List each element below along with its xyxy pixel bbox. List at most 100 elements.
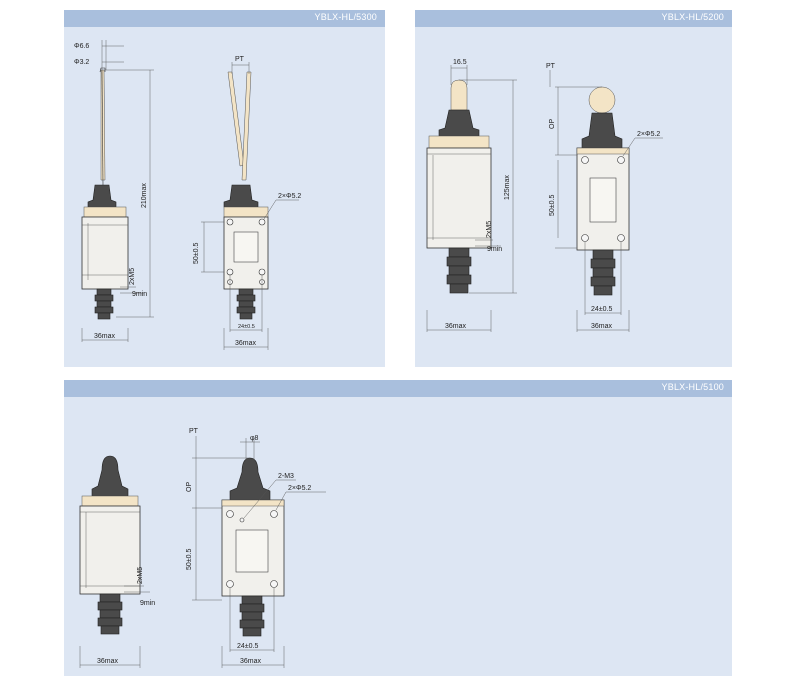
dim-36max-side: 36max <box>445 323 467 330</box>
panel-header: YBLX-HL/5300 <box>64 10 385 27</box>
dim-2xphi52: 2×Φ5.2 <box>278 193 301 200</box>
dim-pt: PT <box>189 428 199 435</box>
dim-pt: PT <box>235 56 245 63</box>
plunger <box>450 79 468 111</box>
mount-hole <box>581 156 589 164</box>
thread-1 <box>592 249 614 260</box>
front-view-5200: PT OP 2×Φ5.2 50±0.5 24±0.5 36max <box>546 63 663 332</box>
front-view-5100: PT φ8 OP 2-M3 2×Φ5.2 50±0.5 24±0.5 36max <box>186 428 326 668</box>
dim-36max-front: 36max <box>591 323 613 330</box>
insulator-band <box>81 495 139 507</box>
thread-2 <box>94 294 114 302</box>
thread-4 <box>446 274 472 285</box>
dim-50: 50±0.5 <box>186 549 193 570</box>
thread-5 <box>239 312 253 320</box>
thread-2 <box>590 258 616 269</box>
thread-5 <box>593 285 613 296</box>
mount-hole <box>617 234 625 242</box>
dim-2xphi52: 2×Φ5.2 <box>288 485 311 492</box>
panel-header: YBLX-HL/5200 <box>415 10 732 27</box>
mount-hole <box>581 234 589 242</box>
dim-phi8: φ8 <box>250 435 259 442</box>
switch-body <box>81 216 129 290</box>
thread-2 <box>239 603 265 613</box>
dim-2xm5: 2xM5 <box>486 221 493 238</box>
dim-165: 16.5 <box>453 59 467 66</box>
thread-4 <box>236 306 256 314</box>
mount-hole <box>270 510 278 518</box>
dim-24: 24±0.5 <box>237 643 258 650</box>
thread-3 <box>99 609 121 619</box>
thread-1 <box>241 595 263 605</box>
thread-4 <box>239 619 265 629</box>
dim-9min: 9min <box>132 291 147 298</box>
thread-3 <box>241 611 263 621</box>
dim-36max-side: 36max <box>97 658 119 665</box>
dim-24: 24±0.5 <box>591 306 612 313</box>
lever-line <box>101 69 104 186</box>
mount-hole <box>226 218 234 226</box>
dim-210max: 210max <box>141 183 148 208</box>
thread-3 <box>238 300 254 308</box>
panel-title: YBLX-HL/5200 <box>661 12 724 22</box>
thread-5 <box>97 312 111 320</box>
actuator-head <box>91 455 129 497</box>
thread-2 <box>97 601 123 611</box>
label-window <box>589 177 617 223</box>
switch-body <box>426 147 492 249</box>
thread-3 <box>448 265 470 276</box>
leader <box>243 479 277 519</box>
leader <box>263 199 277 220</box>
panel-title: YBLX-HL/5100 <box>661 382 724 392</box>
thread-1 <box>448 247 470 258</box>
m3-hole <box>239 517 245 523</box>
lever-rod <box>227 71 245 167</box>
actuator-head <box>229 457 271 501</box>
thread-1 <box>238 288 254 296</box>
dim-36max-front: 36max <box>240 658 262 665</box>
drawing-5100: 2xM5 9min 36max <box>79 428 326 668</box>
actuator-head <box>438 109 480 137</box>
mount-hole <box>270 580 278 588</box>
panel-header: YBLX-HL/5100 <box>64 380 732 397</box>
dim-9min: 9min <box>487 246 502 253</box>
lever-rod <box>241 71 252 181</box>
actuator-head <box>581 112 623 149</box>
leader <box>622 137 636 157</box>
mount-hole <box>258 218 266 226</box>
dim-2m3: 2-M3 <box>278 473 294 480</box>
dim-phi66: Φ6.6 <box>74 43 89 50</box>
dim-op: OP <box>186 482 193 492</box>
dim-125max: 125max <box>504 175 511 200</box>
leader <box>275 491 287 511</box>
dim-24: 24±0.5 <box>238 324 255 330</box>
insulator-band <box>221 499 285 507</box>
dim-9min: 9min <box>140 600 155 607</box>
dim-op: OP <box>549 119 556 129</box>
roller <box>588 86 616 114</box>
dim-36max-side: 36max <box>94 333 116 340</box>
dim-2xm5: 2xM5 <box>129 268 136 285</box>
thread-4 <box>590 276 616 287</box>
thread-4 <box>94 306 114 314</box>
drawing-5200: 16.5 125max 2xM5 9min 36max <box>426 59 663 332</box>
dim-pt: PT <box>546 63 556 70</box>
panel-yblx-hl-5200: YBLX-HL/5200 <box>415 10 732 367</box>
panel-title: YBLX-HL/5300 <box>314 12 377 22</box>
switch-body <box>79 505 141 595</box>
thread-2 <box>236 294 256 302</box>
mount-hole <box>226 510 234 518</box>
panel-yblx-hl-5300: YBLX-HL/5300 <box>64 10 385 367</box>
actuator-head <box>223 184 259 208</box>
mount-hole <box>226 580 234 588</box>
dim-36max-front: 36max <box>235 340 257 347</box>
thread-4 <box>97 617 123 627</box>
side-view-5100: 2xM5 9min 36max <box>79 455 155 668</box>
panel-yblx-hl-5100: YBLX-HL/5100 2xM5 9min 36max <box>64 380 732 676</box>
side-view-5300: Φ6.6 Φ3.2 210max 2xM5 9min 36max <box>74 40 154 342</box>
dim-2xm5: 2xM5 <box>137 567 144 584</box>
thread-5 <box>449 283 469 294</box>
thread-5 <box>242 627 262 637</box>
thread-3 <box>96 300 112 308</box>
thread-2 <box>446 256 472 267</box>
